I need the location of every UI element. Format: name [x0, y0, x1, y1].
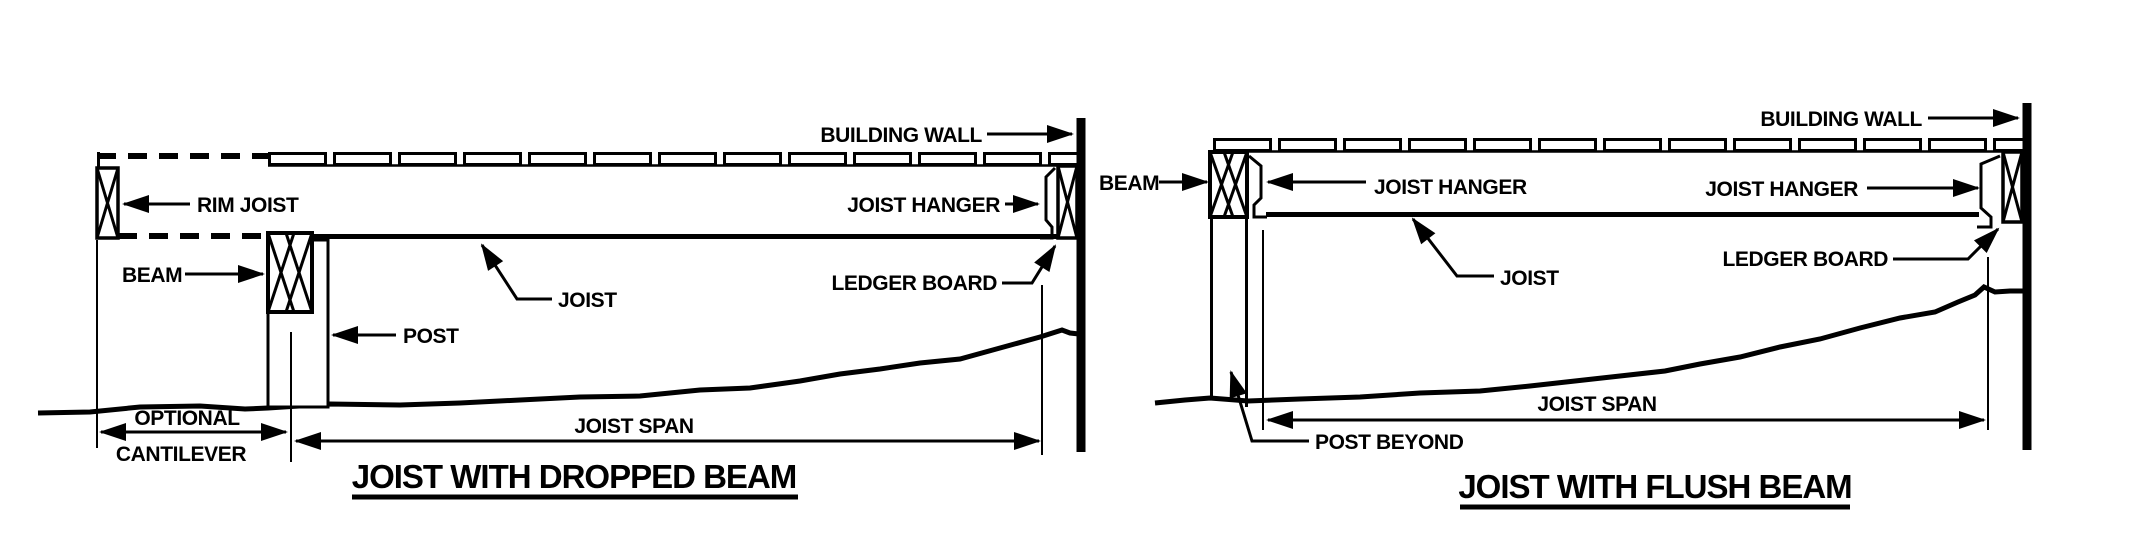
joist-leader	[1411, 217, 1494, 278]
optional-label: OPTIONAL	[134, 407, 240, 430]
rim-joist	[95, 166, 120, 240]
ledger-board-label: LEDGER BOARD	[1722, 248, 1888, 271]
ledger-board-label: LEDGER BOARD	[831, 272, 997, 295]
joist-label: JOIST	[1500, 267, 1559, 290]
rim-joist-label: RIM JOIST	[197, 194, 299, 217]
post-beyond-label: POST BEYOND	[1315, 431, 1464, 454]
left-title: JOIST WITH DROPPED BEAM	[352, 458, 797, 495]
deck-boards	[1213, 138, 2026, 152]
joist-span-label: JOIST SPAN	[574, 415, 693, 438]
beam-label: BEAM	[1099, 172, 1159, 195]
joist-hanger	[1040, 166, 1057, 240]
ledger-board	[2001, 150, 2024, 224]
beam	[266, 231, 314, 314]
dropped-beam-section: BUILDING WALL RIM JOIST JOIST HANGER BEA…	[37, 118, 1086, 500]
joist-hanger-label: JOIST HANGER	[847, 194, 1000, 217]
joist-hanger-right	[1977, 154, 2001, 229]
right-title: JOIST WITH FLUSH BEAM	[1458, 468, 1851, 505]
beam-label: BEAM	[122, 264, 182, 287]
joist-hanger-right-label: JOIST HANGER	[1705, 178, 1858, 201]
flush-beam-section: BEAM JOIST HANGER BUILDING WALL JOIST HA…	[1099, 103, 2032, 510]
joist-leader	[480, 243, 552, 301]
joist-hanger-left-label: JOIST HANGER	[1374, 176, 1527, 199]
beam	[1208, 150, 1249, 219]
ledger-board	[1056, 164, 1079, 240]
cantilever-label: CANTILEVER	[116, 443, 246, 466]
deck-boards	[268, 152, 1079, 166]
building-wall-label: BUILDING WALL	[820, 124, 982, 147]
grade-line	[1154, 284, 2024, 406]
ledger-board-leader	[1893, 227, 2000, 261]
grade-line	[37, 327, 1080, 416]
joist-label: JOIST	[558, 289, 617, 312]
ledger-board-leader	[1002, 244, 1057, 285]
building-wall-label: BUILDING WALL	[1760, 108, 1922, 131]
joist-span-label: JOIST SPAN	[1537, 393, 1656, 416]
joist-hanger-left	[1248, 154, 1267, 219]
post-beyond-leader	[1229, 370, 1309, 443]
post-label: POST	[403, 325, 459, 348]
